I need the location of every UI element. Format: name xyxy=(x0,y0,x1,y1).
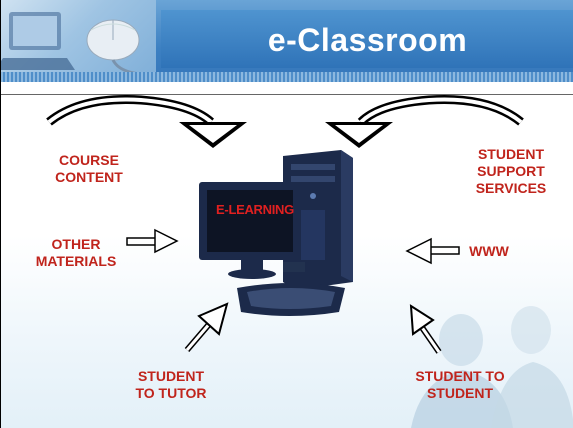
curved-arrow-left-icon xyxy=(46,95,247,148)
screen-label: E-LEARNING xyxy=(216,202,294,217)
monitor-icon xyxy=(199,182,301,279)
label-line: CONTENT xyxy=(55,169,123,185)
label-line: SERVICES xyxy=(475,180,547,196)
arrow-up-left-icon xyxy=(409,304,442,354)
hub-icon xyxy=(283,262,305,272)
label-line: SUPPORT xyxy=(477,163,545,179)
label-www: WWW xyxy=(459,243,519,260)
label-line: TO TUTOR xyxy=(135,385,207,401)
label-line: STUDENT xyxy=(137,368,205,384)
keyboard-icon xyxy=(237,283,345,316)
computer-mouse-photo-icon xyxy=(1,0,156,82)
arrow-right-icon xyxy=(126,228,179,254)
header-stripe xyxy=(1,72,573,82)
label-line: WWW xyxy=(469,243,509,259)
label-line: STUDENT TO xyxy=(415,368,505,384)
label-other-materials: OTHER MATERIALS xyxy=(29,236,123,270)
arrow-up-right-icon xyxy=(184,302,229,352)
label-line: COURSE xyxy=(59,152,119,168)
label-line: OTHER xyxy=(51,236,101,252)
label-student-support: STUDENT SUPPORT SERVICES xyxy=(461,146,561,197)
label-student-to-tutor: STUDENT TO TUTOR xyxy=(129,368,213,402)
divider-line xyxy=(1,94,573,95)
business-people-image xyxy=(411,306,573,428)
label-line: MATERIALS xyxy=(35,253,117,269)
label-course-content: COURSE CONTENT xyxy=(49,152,129,186)
arrow-left-icon xyxy=(405,237,460,265)
page-title: e-Classroom xyxy=(267,22,468,58)
curved-arrow-right-icon xyxy=(325,95,524,148)
title-band xyxy=(161,10,573,68)
label-student-to-student: STUDENT TO STUDENT xyxy=(405,368,515,402)
label-line: STUDENT xyxy=(477,146,545,162)
label-line: STUDENT xyxy=(426,385,494,401)
